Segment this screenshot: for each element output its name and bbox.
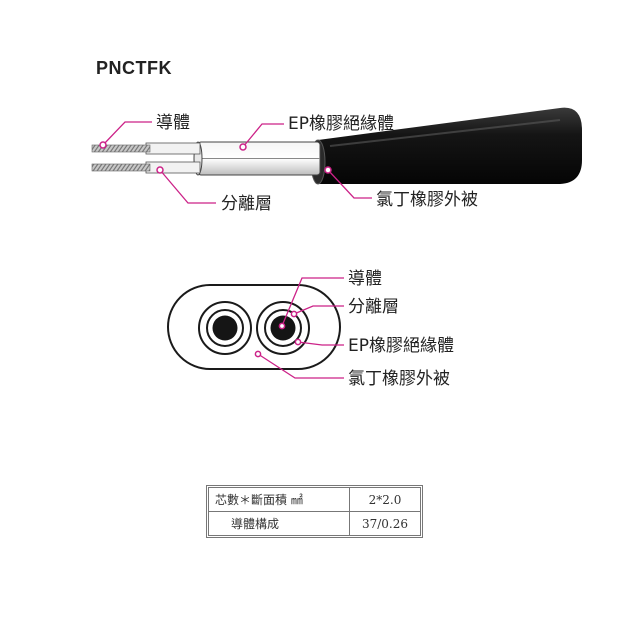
spec-key: 導體構成 <box>208 511 350 536</box>
cross-core-left <box>198 301 252 355</box>
spec-key: 芯數＊斷面積 ㎟ <box>208 487 350 512</box>
label-separator: 分離層 <box>221 194 272 214</box>
side-leader-dots <box>99 141 332 174</box>
label-ep-insulation: EP橡膠絕緣體 <box>288 114 394 134</box>
label-sheath: 氯丁橡膠外被 <box>376 190 478 210</box>
side-leader-lines <box>102 121 372 204</box>
cross-label-sheath: 氯丁橡膠外被 <box>348 369 450 389</box>
spec-table: 芯數＊斷面積 ㎟ 2*2.0 導體構成 37/0.26 <box>206 485 423 538</box>
cross-leader-lines <box>257 277 344 379</box>
spec-value: 37/0.26 <box>349 511 421 536</box>
model-title: PNCTFK <box>96 58 172 78</box>
conductor-wires <box>91 144 151 172</box>
spec-row: 導體構成 37/0.26 <box>208 511 421 536</box>
cross-leader-dots <box>254 310 302 358</box>
ep-insulation-body <box>193 141 321 176</box>
spec-row: 芯數＊斷面積 ㎟ 2*2.0 <box>208 487 421 512</box>
cable-cross-section: 導體 分離層 EP橡膠絕緣體 氯丁橡膠外被 <box>167 269 454 389</box>
cable-side-view: 導體 EP橡膠絕緣體 分離層 氯丁橡膠外被 <box>91 107 582 214</box>
cross-label-conductor: 導體 <box>348 269 382 289</box>
cross-label-ep-insulation: EP橡膠絕緣體 <box>348 336 454 356</box>
spec-value: 2*2.0 <box>349 487 421 512</box>
cross-label-separator: 分離層 <box>348 297 399 317</box>
separator-layer <box>145 142 201 174</box>
label-conductor: 導體 <box>156 113 190 133</box>
